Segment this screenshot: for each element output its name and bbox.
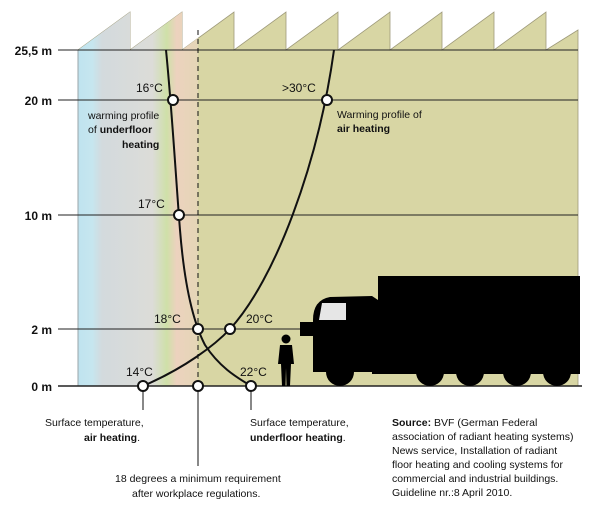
height-label-20m: 20 m [25, 94, 52, 108]
point-air-20m [321, 94, 333, 106]
point-underfloor-20m [167, 94, 179, 106]
temp-label-air-2m: 20°C [246, 312, 273, 326]
temp-label-air-20m: >30°C [282, 81, 316, 95]
air-profile-label: Warming profile of air heating [337, 109, 422, 135]
point-minimum-0m [192, 380, 204, 392]
measurement-points [137, 94, 333, 392]
underfloor-label-line2: of underfloor [88, 124, 152, 136]
temperature-labels: 16°C 17°C 18°C 22°C >30°C 20°C 14°C [126, 81, 316, 379]
height-label-2m: 2 m [31, 323, 52, 337]
point-air-2m [224, 323, 236, 335]
height-label-0m: 0 m [31, 380, 52, 394]
surface-underfloor-annotation: Surface temperature, underfloor heating. [250, 417, 349, 444]
height-label-25-5m: 25,5 m [15, 44, 52, 58]
temp-label-air-0m: 14°C [126, 365, 153, 379]
point-underfloor-0m [245, 380, 257, 392]
source-line3: News service, Installation of radiant [392, 445, 557, 457]
truck-silhouette [300, 276, 580, 386]
minimum-line2: after workplace regulations. [132, 488, 260, 500]
temp-label-underfloor-10m: 17°C [138, 197, 165, 211]
source-line4: floor heating and cooling systems for [392, 459, 564, 471]
height-labels: 25,5 m 20 m 10 m 2 m 0 m [15, 44, 52, 394]
temp-label-underfloor-0m: 22°C [240, 365, 267, 379]
temp-label-underfloor-2m: 18°C [154, 312, 181, 326]
wall-temperature-band [78, 12, 198, 386]
air-heating-curve [142, 49, 335, 387]
surface-underfloor-line1: Surface temperature, [250, 417, 349, 429]
underfloor-label-line3: heating [122, 139, 159, 151]
minimum-requirement-annotation: 18 degrees a minimum requirement after w… [115, 473, 281, 500]
underfloor-heating-curve [165, 49, 252, 387]
point-underfloor-2m [192, 323, 204, 335]
annotation-leaders [142, 391, 252, 466]
source-citation: Source: BVF (German Federal association … [392, 417, 574, 499]
source-line1: Source: BVF (German Federal [392, 417, 537, 429]
source-line5: commercial and industrial buildings. [392, 473, 558, 485]
surface-air-line2: air heating. [84, 432, 140, 444]
underfloor-label-line1: warming profile [87, 110, 159, 122]
source-line2: association of radiant heating systems) [392, 431, 574, 443]
surface-air-line1: Surface temperature, [45, 417, 144, 429]
height-label-10m: 10 m [25, 209, 52, 223]
temp-label-underfloor-20m: 16°C [136, 81, 163, 95]
truck-window [319, 303, 346, 320]
point-underfloor-10m [173, 209, 185, 221]
point-air-0m [137, 380, 149, 392]
minimum-line1: 18 degrees a minimum requirement [115, 473, 281, 485]
air-label-line1: Warming profile of [337, 109, 422, 121]
surface-air-annotation: Surface temperature, air heating. [45, 417, 144, 444]
air-label-line2: air heating [337, 123, 390, 135]
person-silhouette [278, 334, 294, 386]
surface-underfloor-line2: underfloor heating. [250, 432, 346, 444]
underfloor-profile-label: warming profile of underfloor heating [87, 110, 159, 151]
source-line6: Guideline nr.:8 April 2010. [392, 487, 512, 499]
